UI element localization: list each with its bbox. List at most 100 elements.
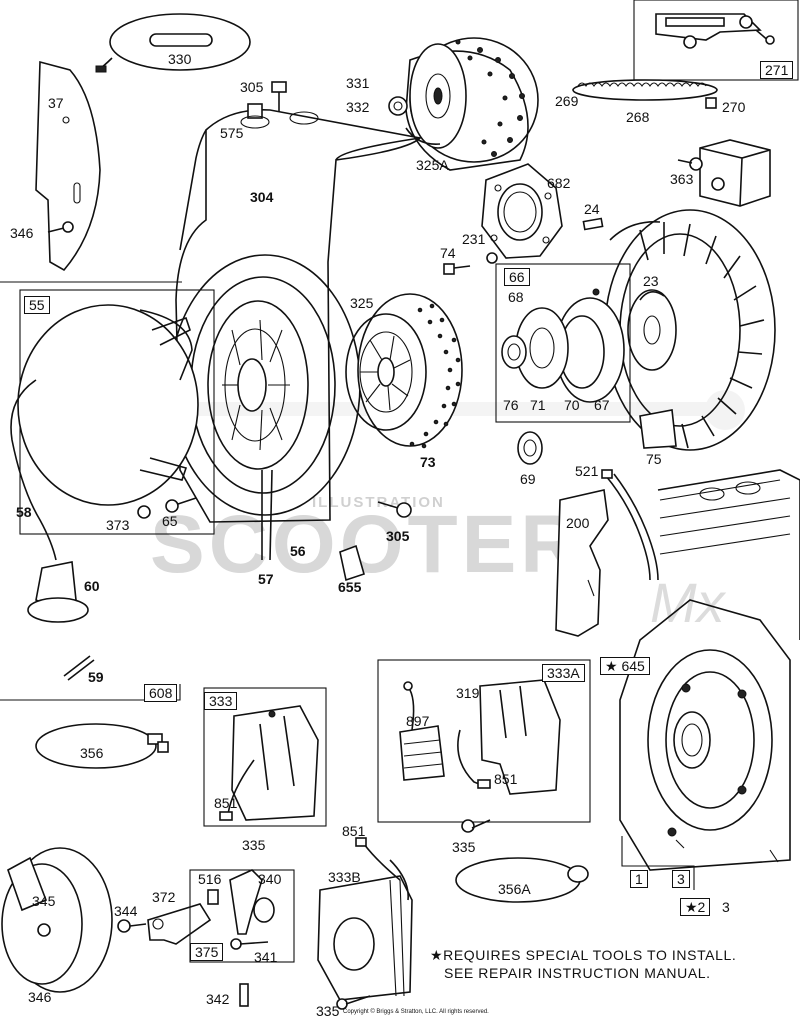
callout-333: 333 (204, 692, 238, 710)
note-line-1: ★REQUIRES SPECIAL TOOLS TO INSTALL. (430, 947, 737, 963)
callout-342: 342 (206, 991, 230, 1007)
part-356-wire (35, 723, 169, 769)
callout-67: 67 (594, 397, 610, 413)
callout-269: 269 (555, 93, 579, 109)
callout-372: 372 (152, 889, 176, 905)
callout-331: 331 (346, 75, 370, 91)
callout-851b: 851 (494, 771, 518, 787)
part-345-cover (1, 847, 113, 993)
callout-335b: 335 (452, 839, 476, 855)
callout-330: 330 (168, 51, 192, 67)
callout-2: ★2 (680, 898, 711, 916)
part-305b-bolt (377, 501, 412, 518)
part-200-baffle (555, 489, 609, 637)
callout-66: 66 (504, 268, 530, 286)
callout-325: 325 (350, 295, 374, 311)
callout-345: 345 (32, 893, 56, 909)
callout-516: 516 (198, 871, 222, 887)
special-tools-note: ★REQUIRES SPECIAL TOOLS TO INSTALL. SEE … (430, 946, 736, 982)
callout-60: 60 (84, 578, 100, 594)
part-331-pulley (388, 37, 539, 171)
callout-332: 332 (346, 99, 370, 115)
part-372-arm (117, 869, 295, 963)
callout-200: 200 (566, 515, 590, 531)
callout-305b: 305 (386, 528, 410, 544)
part-231-washer (486, 252, 498, 264)
part-521-fuel-line (601, 469, 659, 581)
part-342-pin (239, 983, 249, 1007)
callout-59: 59 (88, 669, 104, 685)
callout-575: 575 (220, 125, 244, 141)
note-line-2: SEE REPAIR INSTRUCTION MANUAL. (444, 965, 711, 981)
callout-231: 231 (462, 231, 486, 247)
callout-268: 268 (626, 109, 650, 125)
callout-851c: 851 (342, 823, 366, 839)
callout-356: 356 (80, 745, 104, 761)
callout-897: 897 (406, 713, 430, 729)
callout-73: 73 (420, 454, 436, 470)
callout-24: 24 (584, 201, 600, 217)
part-356A-wire (455, 857, 589, 903)
callout-1: 1 (630, 870, 648, 888)
callout-375: 375 (190, 943, 224, 961)
callout-271: 271 (760, 61, 794, 79)
callout-346b: 346 (28, 989, 52, 1005)
part-333B-coil (317, 837, 413, 1010)
part-66-clutch (495, 263, 631, 423)
callout-3b: 3 (722, 899, 730, 915)
part-304-housing (169, 103, 422, 561)
callout-325A: 325A (416, 157, 449, 173)
callout-70: 70 (564, 397, 580, 413)
callout-270: 270 (722, 99, 746, 115)
part-268-spring (572, 79, 718, 109)
callout-304: 304 (250, 189, 274, 205)
callout-335a: 335 (242, 837, 266, 853)
callout-57: 57 (258, 571, 274, 587)
callout-65: 65 (162, 513, 178, 529)
part-271-bracket (633, 0, 799, 81)
part-305-bolt (271, 81, 287, 112)
callout-682: 682 (547, 175, 571, 191)
callout-608: 608 (144, 684, 178, 702)
part-69-washer (517, 431, 543, 465)
box-333 (203, 687, 327, 827)
callout-333B: 333B (328, 869, 361, 885)
callout-346a: 346 (10, 225, 34, 241)
part-363-bracket (677, 139, 771, 207)
box-608 (0, 281, 182, 701)
callout-340: 340 (258, 871, 282, 887)
callout-344: 344 (114, 903, 138, 919)
callout-56: 56 (290, 543, 306, 559)
callout-71: 71 (530, 397, 546, 413)
callout-305: 305 (240, 79, 264, 95)
callout-58: 58 (16, 504, 32, 520)
callout-335c: 335 (316, 1003, 340, 1019)
callout-373: 373 (106, 517, 130, 533)
callout-3a: 3 (672, 870, 690, 888)
callout-68: 68 (508, 289, 524, 305)
copyright-text: Copyright © Briggs & Stratton, LLC. All … (343, 1009, 489, 1015)
part-23-flywheel (604, 209, 776, 451)
part-37-baffle (35, 60, 101, 272)
callout-319: 319 (456, 685, 480, 701)
part-55-starter (10, 289, 215, 681)
callout-363: 363 (670, 171, 694, 187)
part-24-key (582, 217, 604, 231)
callout-76: 76 (503, 397, 519, 413)
part-325-screen (345, 293, 463, 449)
callout-69: 69 (520, 471, 536, 487)
callout-333A: 333A (542, 664, 585, 682)
part-330-wire (95, 13, 251, 73)
callout-645: ★ 645 (600, 657, 650, 675)
callout-74: 74 (440, 245, 456, 261)
callout-341: 341 (254, 949, 278, 965)
watermark-main: SCOOTER (150, 499, 584, 590)
box-333A (377, 659, 591, 823)
part-645-block (619, 469, 800, 890)
part-682-plate (481, 163, 563, 259)
part-346-screw (47, 221, 74, 233)
callout-356A: 356A (498, 881, 531, 897)
callout-23: 23 (643, 273, 659, 289)
